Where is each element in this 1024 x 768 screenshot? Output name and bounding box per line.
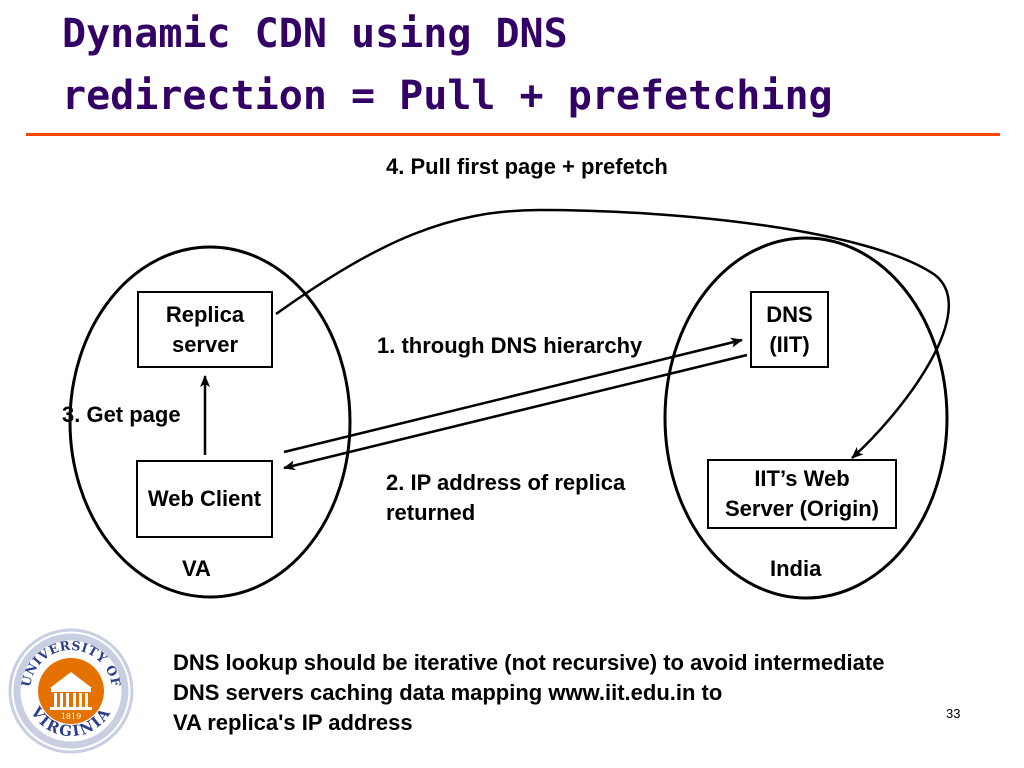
step-4-label: 4. Pull first page + prefetch xyxy=(386,154,668,179)
india-region-label: India xyxy=(770,556,822,581)
step-2-label-line-2: returned xyxy=(386,500,476,525)
step-2-label-line-1: 2. IP address of replica xyxy=(386,470,626,495)
dns-query-arrow xyxy=(283,337,743,454)
university-of-virginia-seal: UNIVERSITY OF VIRGINIA 1819 xyxy=(8,628,134,754)
iit-web-server-box: IIT’s Web Server (Origin) xyxy=(707,459,897,529)
svg-text:1819: 1819 xyxy=(61,712,81,721)
web-client-label: Web Client xyxy=(147,486,262,511)
dns-lookup-note: DNS lookup should be iterative (not recu… xyxy=(173,650,885,735)
va-region-label: VA xyxy=(182,556,211,581)
ip-returned-arrow xyxy=(283,353,748,471)
iit-web-server-label: IIT’s Web Server (Origin) xyxy=(724,466,880,521)
india-region-ellipse xyxy=(663,236,949,600)
step-1-label: 1. through DNS hierarchy xyxy=(377,333,643,358)
page-number: 33 xyxy=(946,706,961,721)
slide-title-line-1: Dynamic CDN using DNS xyxy=(62,11,568,57)
web-client-box: Web Client xyxy=(136,460,273,538)
pull-prefetch-arrow xyxy=(275,208,950,459)
slide-title-line-2: redirection = Pull + prefetching xyxy=(62,73,833,119)
dns-iit-label: DNS (IIT) xyxy=(766,301,813,357)
va-region-ellipse xyxy=(68,245,352,599)
replica-server-label: Replica server xyxy=(165,301,245,357)
replica-server-box: Replica server xyxy=(137,291,273,368)
title-divider xyxy=(26,133,1000,136)
dns-iit-box: DNS (IIT) xyxy=(750,291,829,368)
step-3-label: 3. Get page xyxy=(62,402,181,427)
